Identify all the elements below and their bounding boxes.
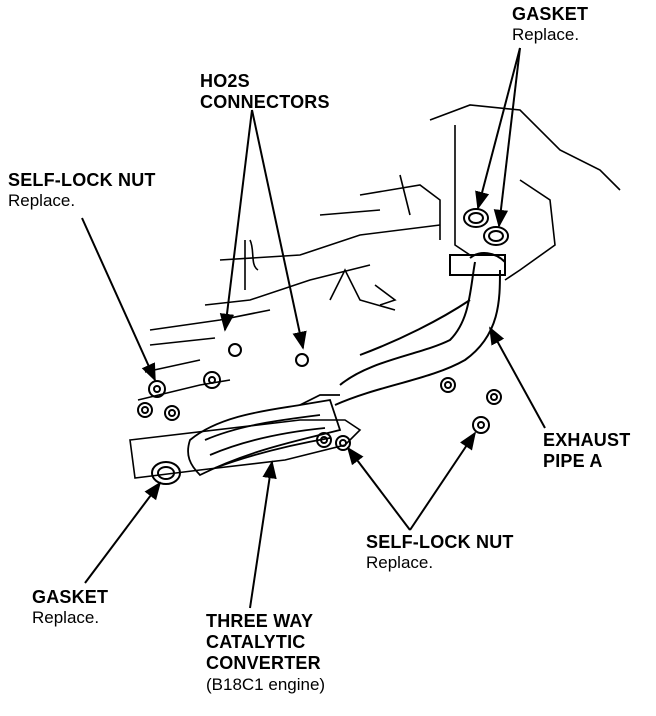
arrow-exhaust-pipe — [489, 326, 546, 429]
exhaust-pipe-line2: PIPE A — [543, 451, 603, 472]
gaskets-and-nuts — [137, 208, 509, 485]
catalytic-converter — [187, 394, 342, 477]
arrow-gasket-bottom — [84, 481, 162, 584]
arrow-self-lock-left — [81, 217, 156, 382]
label-ho2s-connectors: HO2S CONNECTORS — [200, 71, 330, 113]
exhaust-pipe-line1: EXHAUST — [543, 430, 631, 450]
arrow-gasket-top-1 — [475, 47, 521, 210]
label-self-lock-nut-bottom: SELF-LOCK NUT Replace. — [366, 532, 514, 573]
converter-note: (B18C1 engine) — [206, 674, 326, 694]
gasket-bottom-title: GASKET — [32, 587, 109, 607]
gasket-top-note: Replace. — [512, 25, 580, 45]
arrow-gasket-top-2 — [493, 47, 521, 228]
label-gasket-bottom: GASKET Replace. — [32, 587, 108, 628]
ho2s-line2: CONNECTORS — [200, 92, 330, 113]
label-exhaust-pipe-a: EXHAUST PIPE A — [543, 430, 630, 472]
gasket-top-title: GASKET — [512, 4, 589, 24]
converter-line3: CONVERTER — [206, 653, 321, 674]
converter-line1: THREE WAY — [206, 611, 314, 631]
label-self-lock-nut-left: SELF-LOCK NUT Replace. — [8, 170, 156, 211]
arrow-ho2s-1 — [219, 109, 253, 332]
self-lock-left-title: SELF-LOCK NUT — [8, 170, 156, 190]
arrow-ho2s-2 — [251, 109, 307, 350]
engine-block-outline — [129, 104, 621, 479]
self-lock-bottom-title: SELF-LOCK NUT — [366, 532, 514, 552]
arrow-converter — [249, 460, 277, 609]
label-gasket-top: GASKET Replace. — [512, 4, 588, 45]
arrow-self-lock-bottom-2 — [409, 431, 477, 531]
ho2s-line1: HO2S — [200, 71, 250, 91]
label-three-way-catalytic-converter: THREE WAY CATALYTIC CONVERTER (B18C1 eng… — [206, 611, 325, 695]
arrow-self-lock-bottom-1 — [346, 446, 411, 531]
converter-line2: CATALYTIC — [206, 632, 306, 653]
callout-arrows — [81, 47, 546, 609]
self-lock-left-note: Replace. — [8, 191, 76, 211]
exhaust-pipe-shape — [334, 252, 506, 406]
self-lock-bottom-note: Replace. — [366, 553, 434, 573]
gasket-bottom-note: Replace. — [32, 608, 100, 628]
